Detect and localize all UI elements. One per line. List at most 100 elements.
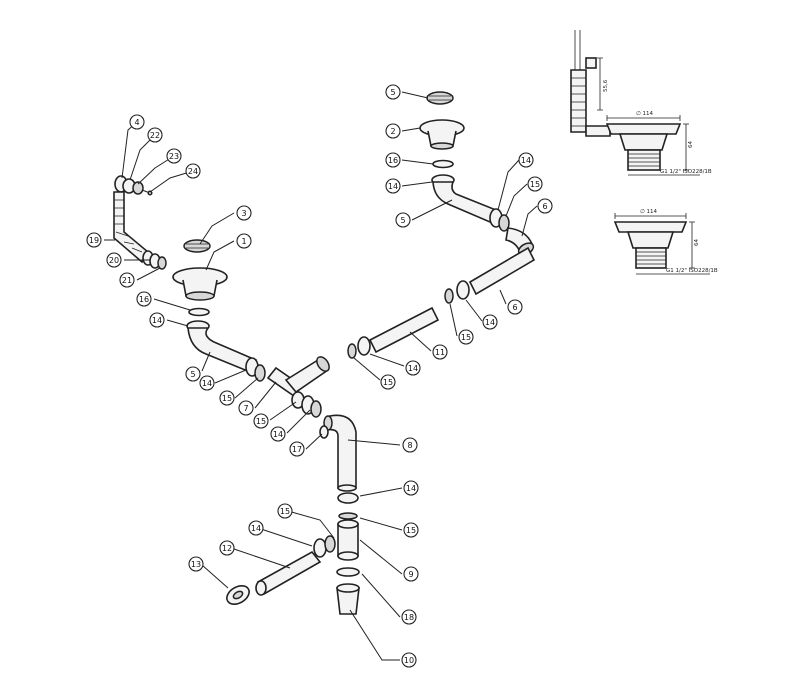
detail-a-dim-overflow <box>597 57 603 111</box>
part-number-label: 10 <box>404 656 414 665</box>
leader-5b <box>401 91 429 99</box>
part-number-label: 14 <box>485 318 495 327</box>
part-badge-l5a: 5 <box>185 366 201 382</box>
detail-b-flange <box>613 221 688 233</box>
ring-15-outlet <box>324 535 336 553</box>
part-number-label: 15 <box>280 507 290 516</box>
part-badge-l24: 24 <box>185 163 201 179</box>
part-number-label: 14 <box>202 379 212 388</box>
part-badge-l14c: 14 <box>270 426 286 442</box>
detail-b-thread <box>635 247 667 269</box>
outlet-10-top <box>336 583 360 593</box>
detail-a-thread <box>627 149 661 171</box>
leader-15b <box>269 401 297 421</box>
part-badge-circle <box>380 374 396 390</box>
part-badge-circle <box>401 652 417 668</box>
leader-6a <box>521 205 538 237</box>
part-badge-circle <box>458 329 474 345</box>
leader-8 <box>347 439 401 446</box>
part-badge-circle <box>482 314 498 330</box>
part-badge-l19: 19 <box>86 232 102 248</box>
strainer-outlet-2 <box>430 142 454 150</box>
overflow-washer <box>132 181 144 195</box>
leader-12 <box>233 548 291 569</box>
detail-a-dim-top <box>606 115 681 121</box>
part-badge-l1: 1 <box>236 233 252 249</box>
part-number-label: 14 <box>152 316 162 325</box>
gasket-18 <box>336 567 360 577</box>
rosette-13-hole <box>232 590 244 600</box>
part-badge-l20: 20 <box>106 252 122 268</box>
part-badge-l14b: 14 <box>199 375 215 391</box>
detail-a-dim-height <box>683 123 689 171</box>
part-badge-circle <box>248 520 264 536</box>
detail-b-thread-lines <box>636 251 666 265</box>
nut-17 <box>319 425 329 439</box>
part-badge-circle <box>403 522 419 538</box>
detail-a-thread-label: G1 1/2" ISO228/1B <box>660 169 712 175</box>
leader-14e <box>497 159 520 211</box>
leader-1 <box>205 240 235 271</box>
part-badge-circle <box>385 84 401 100</box>
part-number-label: 23 <box>169 152 179 161</box>
detail-b-thread-label: G1 1/2" ISO228/1B <box>666 268 718 274</box>
part-badge-circle <box>199 375 215 391</box>
part-number-label: 5 <box>190 370 195 379</box>
part-number-label: 20 <box>109 256 119 265</box>
part-badge-circle <box>166 148 182 164</box>
part-number-label: 17 <box>292 445 302 454</box>
part-badge-circle <box>236 205 252 221</box>
part-number-label: 7 <box>243 404 248 413</box>
part-badge-circle <box>236 233 252 249</box>
leader-15g <box>287 510 335 539</box>
leader-2 <box>401 127 421 132</box>
part-badge-circle <box>432 344 448 360</box>
right-strainer <box>419 91 535 256</box>
ring-14-center <box>310 400 322 418</box>
leader-24 <box>149 170 194 193</box>
part-number-label: 15 <box>256 417 266 426</box>
leader-15e <box>353 357 381 381</box>
part-number-label: 6 <box>512 303 517 312</box>
part-badge-circle <box>385 152 401 168</box>
part-badge-circle <box>185 163 201 179</box>
part-number-label: 5 <box>390 88 395 97</box>
leader-16a <box>153 298 191 311</box>
part-number-label: 15 <box>222 394 232 403</box>
center-tee <box>266 356 330 418</box>
part-badge-circle <box>238 400 254 416</box>
part-badge-circle <box>402 437 418 453</box>
technical-detail-b: ∅ 114 64 G1 1/2" ISO228/1B <box>613 209 718 275</box>
part-badge-circle <box>119 272 135 288</box>
part-badge-l15g: 15 <box>277 503 293 519</box>
tee-branch-end <box>316 356 330 372</box>
detail-a-top-diameter: ∅ 114 <box>636 111 654 117</box>
detail-a-body <box>618 133 669 151</box>
detail-a-height: 55,6 <box>603 79 609 92</box>
pipe-12 <box>256 550 322 596</box>
bottle-trap <box>336 492 360 615</box>
detail-b-dim-top <box>614 213 687 219</box>
detail-a-hose <box>570 69 587 133</box>
nut-14-trap <box>337 492 359 504</box>
part-number-label: 15 <box>530 180 540 189</box>
part-number-label: 13 <box>191 560 201 569</box>
part-badge-l15f: 15 <box>403 522 419 538</box>
part-badge-l17: 17 <box>289 441 305 457</box>
detail-a-thread-lines <box>628 153 660 167</box>
part-number-label: 16 <box>388 156 398 165</box>
leader-9 <box>359 539 403 575</box>
part-number-label: 2 <box>390 127 395 136</box>
part-number-label: 15 <box>461 333 471 342</box>
part-badge-l3: 3 <box>236 205 252 221</box>
left-bend-pipe <box>186 320 266 382</box>
left-strainer <box>172 239 228 317</box>
part-badge-circle <box>385 123 401 139</box>
part-badge-circle <box>106 252 122 268</box>
leader-11 <box>409 331 432 352</box>
leader-21 <box>136 267 161 281</box>
part-number-label: 12 <box>222 544 232 553</box>
leader-15a <box>234 377 259 399</box>
detail-a-flange <box>605 123 682 135</box>
strainer-basket-5 <box>426 91 454 105</box>
